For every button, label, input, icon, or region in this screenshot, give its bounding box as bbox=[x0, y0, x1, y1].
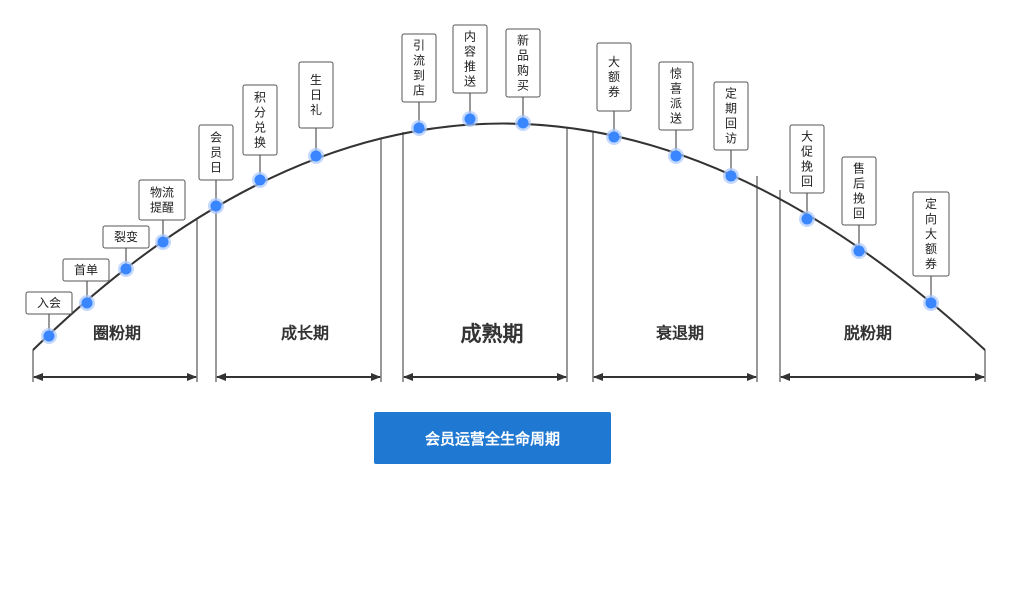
touchpoint: 积分兑换 bbox=[242, 84, 278, 188]
touchpoint: 大促挽回 bbox=[789, 124, 825, 227]
touchpoint: 入会 bbox=[25, 291, 73, 344]
touchpoint: 定向大额券 bbox=[912, 191, 950, 311]
touchpoint-label: 定向大额券 bbox=[925, 196, 937, 271]
touchpoint: 大额券 bbox=[596, 42, 632, 145]
touchpoint-label: 生日礼 bbox=[310, 73, 322, 117]
touchpoint: 内容推送 bbox=[452, 24, 488, 127]
touchpoint-callout bbox=[102, 225, 150, 249]
touchpoint-dot bbox=[670, 150, 682, 162]
touchpoint-dot bbox=[210, 200, 222, 212]
touchpoint-label: 会员日 bbox=[210, 131, 222, 175]
touchpoint-dot bbox=[310, 150, 322, 162]
touchpoint-callout bbox=[452, 24, 488, 94]
touchpoint-label: 惊喜派送 bbox=[670, 66, 682, 126]
touchpoint: 裂变 bbox=[102, 225, 150, 277]
touchpoint: 惊喜派送 bbox=[658, 61, 694, 164]
phase-label: 圈粉期 bbox=[93, 324, 141, 343]
lifecycle-button[interactable]: 会员运营全生命周期 bbox=[374, 412, 611, 464]
touchpoint-label: 大额券 bbox=[608, 55, 620, 99]
touchpoint-dot bbox=[43, 330, 55, 342]
touchpoint-dot bbox=[81, 297, 93, 309]
touchpoint-label: 裂变 bbox=[114, 229, 138, 244]
touchpoint-callout bbox=[596, 42, 632, 112]
touchpoint-callout bbox=[138, 179, 186, 221]
touchpoint-label: 首单 bbox=[74, 263, 98, 277]
touchpoint: 生日礼 bbox=[298, 61, 334, 164]
touchpoint-callout bbox=[789, 124, 825, 194]
touchpoint-callout bbox=[841, 156, 877, 226]
touchpoint-label: 售后挽回 bbox=[853, 161, 865, 221]
touchpoint: 售后挽回 bbox=[841, 156, 877, 259]
touchpoint: 新品购买 bbox=[505, 28, 541, 131]
touchpoint-label: 积分兑换 bbox=[254, 91, 266, 150]
touchpoint-callout bbox=[505, 28, 541, 98]
touchpoint-dot bbox=[120, 263, 132, 275]
touchpoint-callout bbox=[62, 258, 110, 282]
phase-label: 成熟期 bbox=[461, 322, 524, 346]
touchpoint-dot bbox=[413, 122, 425, 134]
touchpoint-callout bbox=[198, 124, 234, 181]
touchpoint-callout bbox=[298, 61, 334, 129]
touchpoint-dot bbox=[254, 174, 266, 186]
touchpoint-label: 内容推送 bbox=[464, 30, 476, 89]
touchpoint-callout bbox=[401, 33, 437, 103]
phase-label: 脱粉期 bbox=[844, 324, 892, 343]
touchpoint-callout bbox=[25, 291, 73, 315]
touchpoint-callout bbox=[658, 61, 694, 131]
touchpoint-dot bbox=[801, 213, 813, 225]
touchpoint-dot bbox=[517, 117, 529, 129]
touchpoint: 首单 bbox=[62, 258, 110, 311]
touchpoint-callout bbox=[713, 81, 749, 151]
touchpoint-label: 入会 bbox=[37, 296, 61, 310]
touchpoint-label: 大促挽回 bbox=[801, 130, 813, 189]
touchpoint-callout bbox=[912, 191, 950, 277]
touchpoint-dot bbox=[925, 297, 937, 309]
phase-label: 成长期 bbox=[281, 324, 329, 343]
touchpoint-dot bbox=[157, 236, 169, 248]
touchpoint-label: 新品购买 bbox=[517, 33, 529, 93]
touchpoint: 定期回访 bbox=[713, 81, 749, 184]
touchpoint-dot bbox=[464, 113, 476, 125]
touchpoint-label: 物流提醒 bbox=[150, 186, 174, 215]
touchpoint-callout bbox=[242, 84, 278, 156]
phase-label: 衰退期 bbox=[655, 324, 704, 343]
touchpoint-dot bbox=[608, 131, 620, 143]
touchpoint-dot bbox=[853, 245, 865, 257]
touchpoint-label: 定期回访 bbox=[725, 86, 737, 146]
touchpoint: 会员日 bbox=[198, 124, 234, 214]
touchpoint-label: 引流到店 bbox=[413, 39, 425, 98]
touchpoint: 引流到店 bbox=[401, 33, 437, 136]
lifecycle-curve bbox=[32, 122, 986, 351]
touchpoint-dot bbox=[725, 170, 737, 182]
touchpoint: 物流提醒 bbox=[138, 179, 186, 250]
